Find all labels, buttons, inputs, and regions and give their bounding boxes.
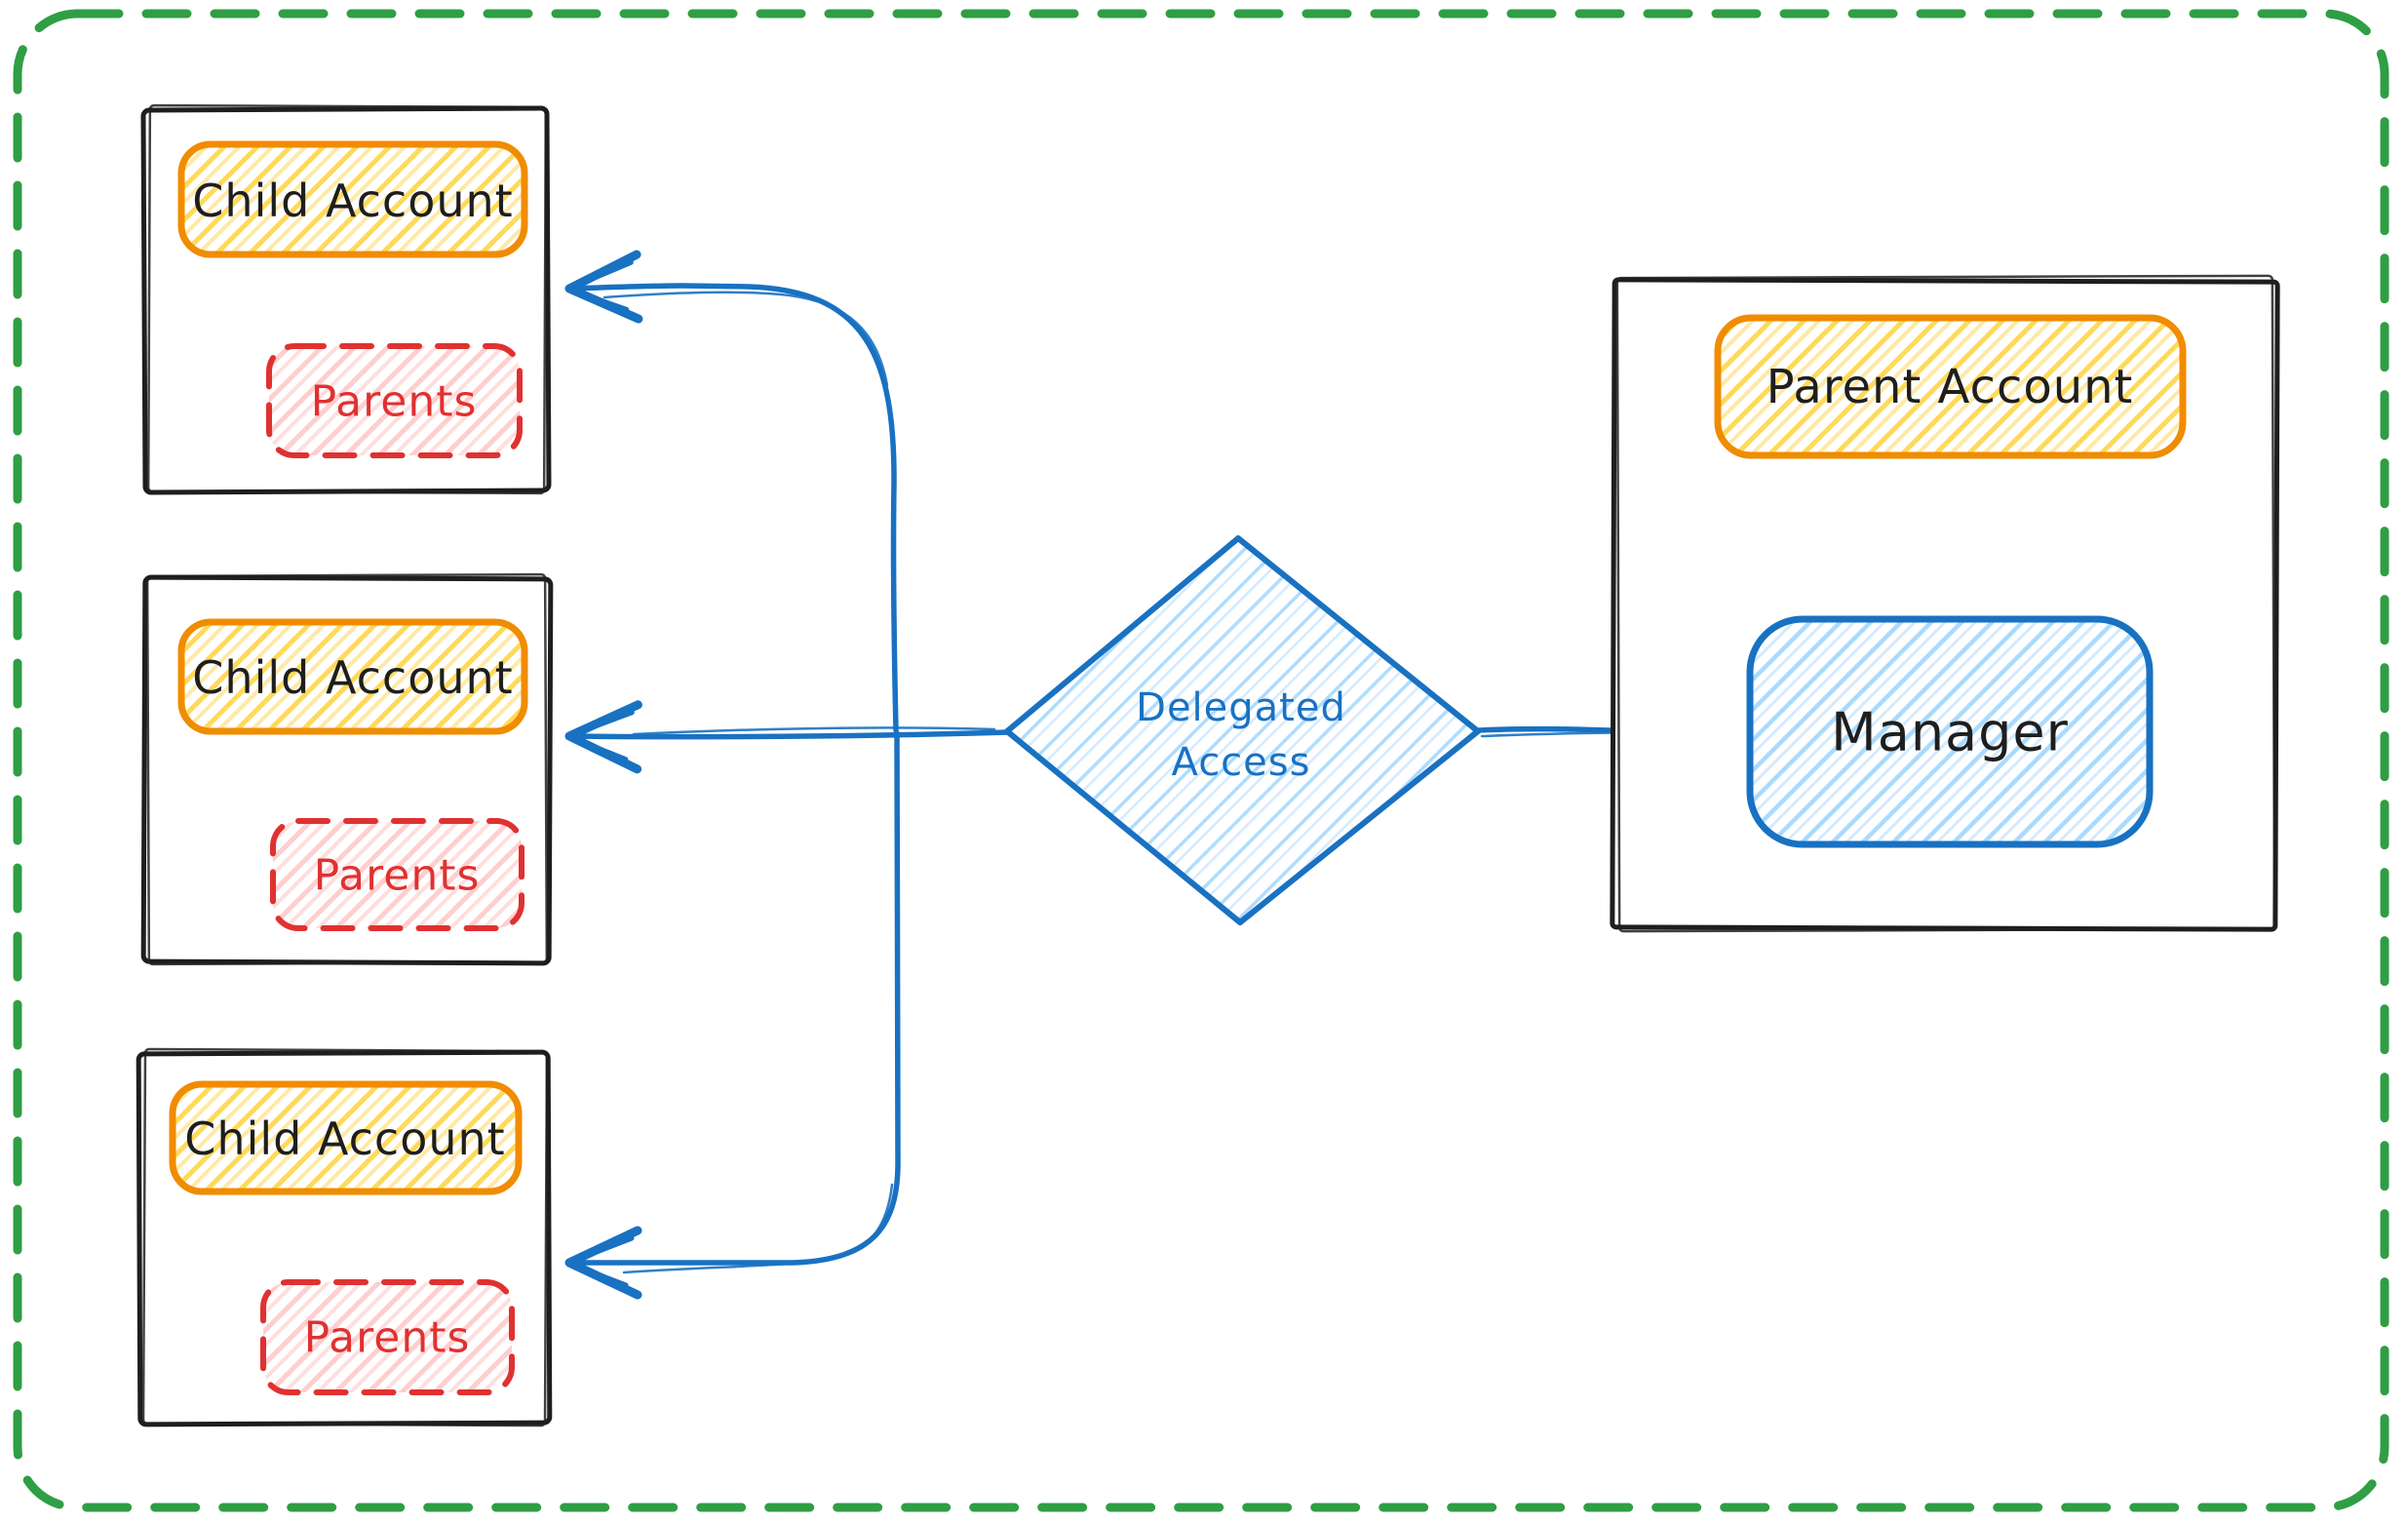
parents-badge — [260, 1279, 515, 1395]
child-account-label: Child Account — [192, 651, 513, 704]
diamond-shape — [1004, 535, 1481, 925]
manager-label: Manager — [1831, 702, 2069, 763]
parents-badge — [266, 343, 523, 458]
connector-arrow-top-echo — [602, 291, 889, 387]
parent-account-box-echo — [1615, 274, 2276, 933]
child-account-box-echo — [141, 1047, 549, 1427]
connector-arrow-top — [564, 250, 899, 733]
connector-arrow-bottom-echo — [622, 1183, 894, 1274]
child-account-group-3: Child Account Parents — [136, 1047, 553, 1427]
parents-badge — [270, 818, 524, 931]
parents-label: Parents — [304, 1313, 471, 1363]
child-account-badge — [177, 140, 528, 258]
parents-label: Parents — [314, 851, 481, 901]
child-account-label: Child Account — [192, 175, 513, 227]
connector-arrow-middle — [564, 700, 1011, 774]
delegated-access-diamond: Delegated Access — [1004, 535, 1481, 925]
parent-account-group: Parent Account Manager — [1610, 274, 2280, 933]
child-account-box-echo — [145, 572, 549, 966]
child-account-group-1: Child Account Parents — [140, 103, 552, 495]
parent-account-label: Parent Account — [1767, 360, 2134, 414]
canvas-border — [13, 9, 2389, 1512]
child-account-group-2: Child Account Parents — [140, 572, 554, 966]
delegated-access-label-line1: Delegated — [1136, 685, 1346, 730]
manager-node — [1746, 615, 2154, 848]
child-account-box-echo — [146, 103, 548, 495]
connector-arrow-middle-echo — [632, 726, 996, 736]
child-account-label: Child Account — [184, 1113, 505, 1165]
parent-account-badge — [1714, 314, 2187, 459]
child-account-badge — [169, 1080, 523, 1195]
child-account-badge — [177, 618, 528, 735]
delegated-access-label-line2: Access — [1172, 740, 1311, 785]
parents-label: Parents — [311, 377, 478, 427]
